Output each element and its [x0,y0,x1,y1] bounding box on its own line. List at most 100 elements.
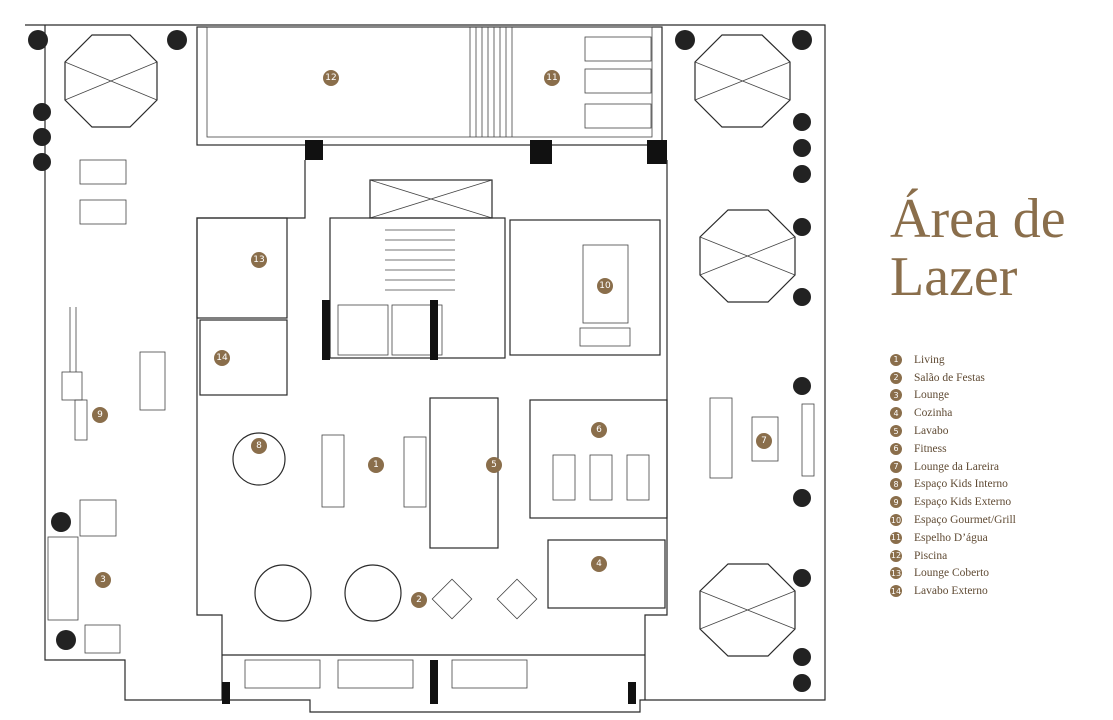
svg-text:14: 14 [216,353,228,363]
stair-core [329,217,506,359]
svg-text:2: 2 [416,595,422,605]
svg-text:7: 7 [761,436,767,446]
legend-number: 13 [890,567,902,580]
legend-label: Fitness [914,442,947,455]
svg-text:5: 5 [491,460,497,470]
plan-marker: 3 [95,572,111,588]
svg-text:9: 9 [97,410,103,420]
legend-label: Espelho D’água [914,531,988,544]
title-line-2: Lazer [890,246,1018,308]
legend-item: 11 Espelho D’água [890,529,1016,547]
plan-marker: 9 [92,407,108,423]
plan-marker: 12 [323,70,339,86]
outdoor-sofa [47,536,79,621]
legend-item: 7 Lounge da Lareira [890,458,1016,476]
covered-lounge [196,217,288,319]
legend-item: 6 Fitness [890,440,1016,458]
gourmet-table [582,244,629,324]
legend-label: Lounge da Lareira [914,460,999,473]
kitchen [547,539,666,609]
plan-marker: 2 [411,592,427,608]
legend-number: 7 [890,460,902,473]
legend-label: Espaço Kids Interno [914,478,1008,491]
plan-marker: 11 [544,70,560,86]
legend-label: Salão de Festas [914,371,985,384]
external-restroom [199,319,288,396]
sofa [321,434,345,508]
legend-number: 1 [890,353,902,366]
umbrella [699,563,796,657]
legend-item: 4 Cozinha [890,404,1016,422]
legend-item: 10 Espaço Gourmet/Grill [890,511,1016,529]
legend-number: 6 [890,442,902,455]
legend-label: Espaço Gourmet/Grill [914,514,1016,527]
legend-label: Lounge Coberto [914,567,990,580]
umbrella [64,34,158,128]
legend-number: 2 [890,371,902,384]
fireplace-lounge-table [751,416,779,462]
svg-text:6: 6 [596,425,602,435]
plan-marker: 6 [591,422,607,438]
page-title: Área de Lazer [890,190,1066,306]
site-boundary [25,24,826,713]
sun-lounger [584,103,652,129]
party-table [344,564,402,622]
plan-marker: 13 [251,252,267,268]
plan-marker: 4 [591,556,607,572]
legend-item: 9 Espaço Kids Externo [890,493,1016,511]
umbrella [699,209,796,303]
legend-item: 12 Piscina [890,547,1016,565]
legend-number: 10 [890,514,902,527]
legend-number: 8 [890,478,902,491]
plan-marker: 1 [368,457,384,473]
svg-text:10: 10 [599,281,611,291]
kids-play-circle [232,432,286,486]
pool-inner [206,26,653,138]
sofa [403,436,427,508]
plan-marker: 10 [597,278,613,294]
legend-item: 14 Lavabo Externo [890,582,1016,600]
legend-number: 14 [890,585,902,598]
legend-item: 1 Living [890,351,1016,369]
sun-lounger [584,36,652,62]
fitness-room [529,399,668,519]
plan-marker: 8 [251,438,267,454]
pool-area [196,26,663,146]
legend-item: 3 Lounge [890,387,1016,405]
party-table [254,564,312,622]
gourmet-room [509,219,661,356]
legend-item: 13 Lounge Coberto [890,565,1016,583]
svg-text:1: 1 [373,460,379,470]
legend-number: 3 [890,389,902,402]
svg-text:12: 12 [325,73,336,83]
play-structure [61,371,83,401]
svg-text:13: 13 [253,255,264,265]
legend-label: Cozinha [914,407,953,420]
legend-number: 9 [890,496,902,509]
plan-marker: 5 [486,457,502,473]
legend: 1 Living 2 Salão de Festas 3 Lounge 4 Cozinh… [890,351,1016,600]
plan-marker: 14 [214,350,230,366]
svg-text:8: 8 [256,441,262,451]
sun-lounger [584,68,652,94]
svg-text:3: 3 [100,575,106,585]
legend-label: Lavabo [914,425,949,438]
legend-number: 4 [890,407,902,420]
legend-item: 8 Espaço Kids Interno [890,476,1016,494]
building-wall [196,160,306,700]
legend-label: Espaço Kids Externo [914,496,1012,509]
legend-number: 12 [890,549,902,562]
lavabo-room [429,397,499,549]
legend-label: Living [914,353,945,366]
legend-number: 5 [890,425,902,438]
plan-marker: 7 [756,433,772,449]
legend-label: Lavabo Externo [914,585,988,598]
umbrella [694,34,791,128]
svg-text:11: 11 [546,73,557,83]
legend-label: Piscina [914,549,948,562]
legend-item: 5 Lavabo [890,422,1016,440]
legend-number: 11 [890,531,902,544]
legend-label: Lounge [914,389,950,402]
legend-item: 2 Salão de Festas [890,369,1016,387]
